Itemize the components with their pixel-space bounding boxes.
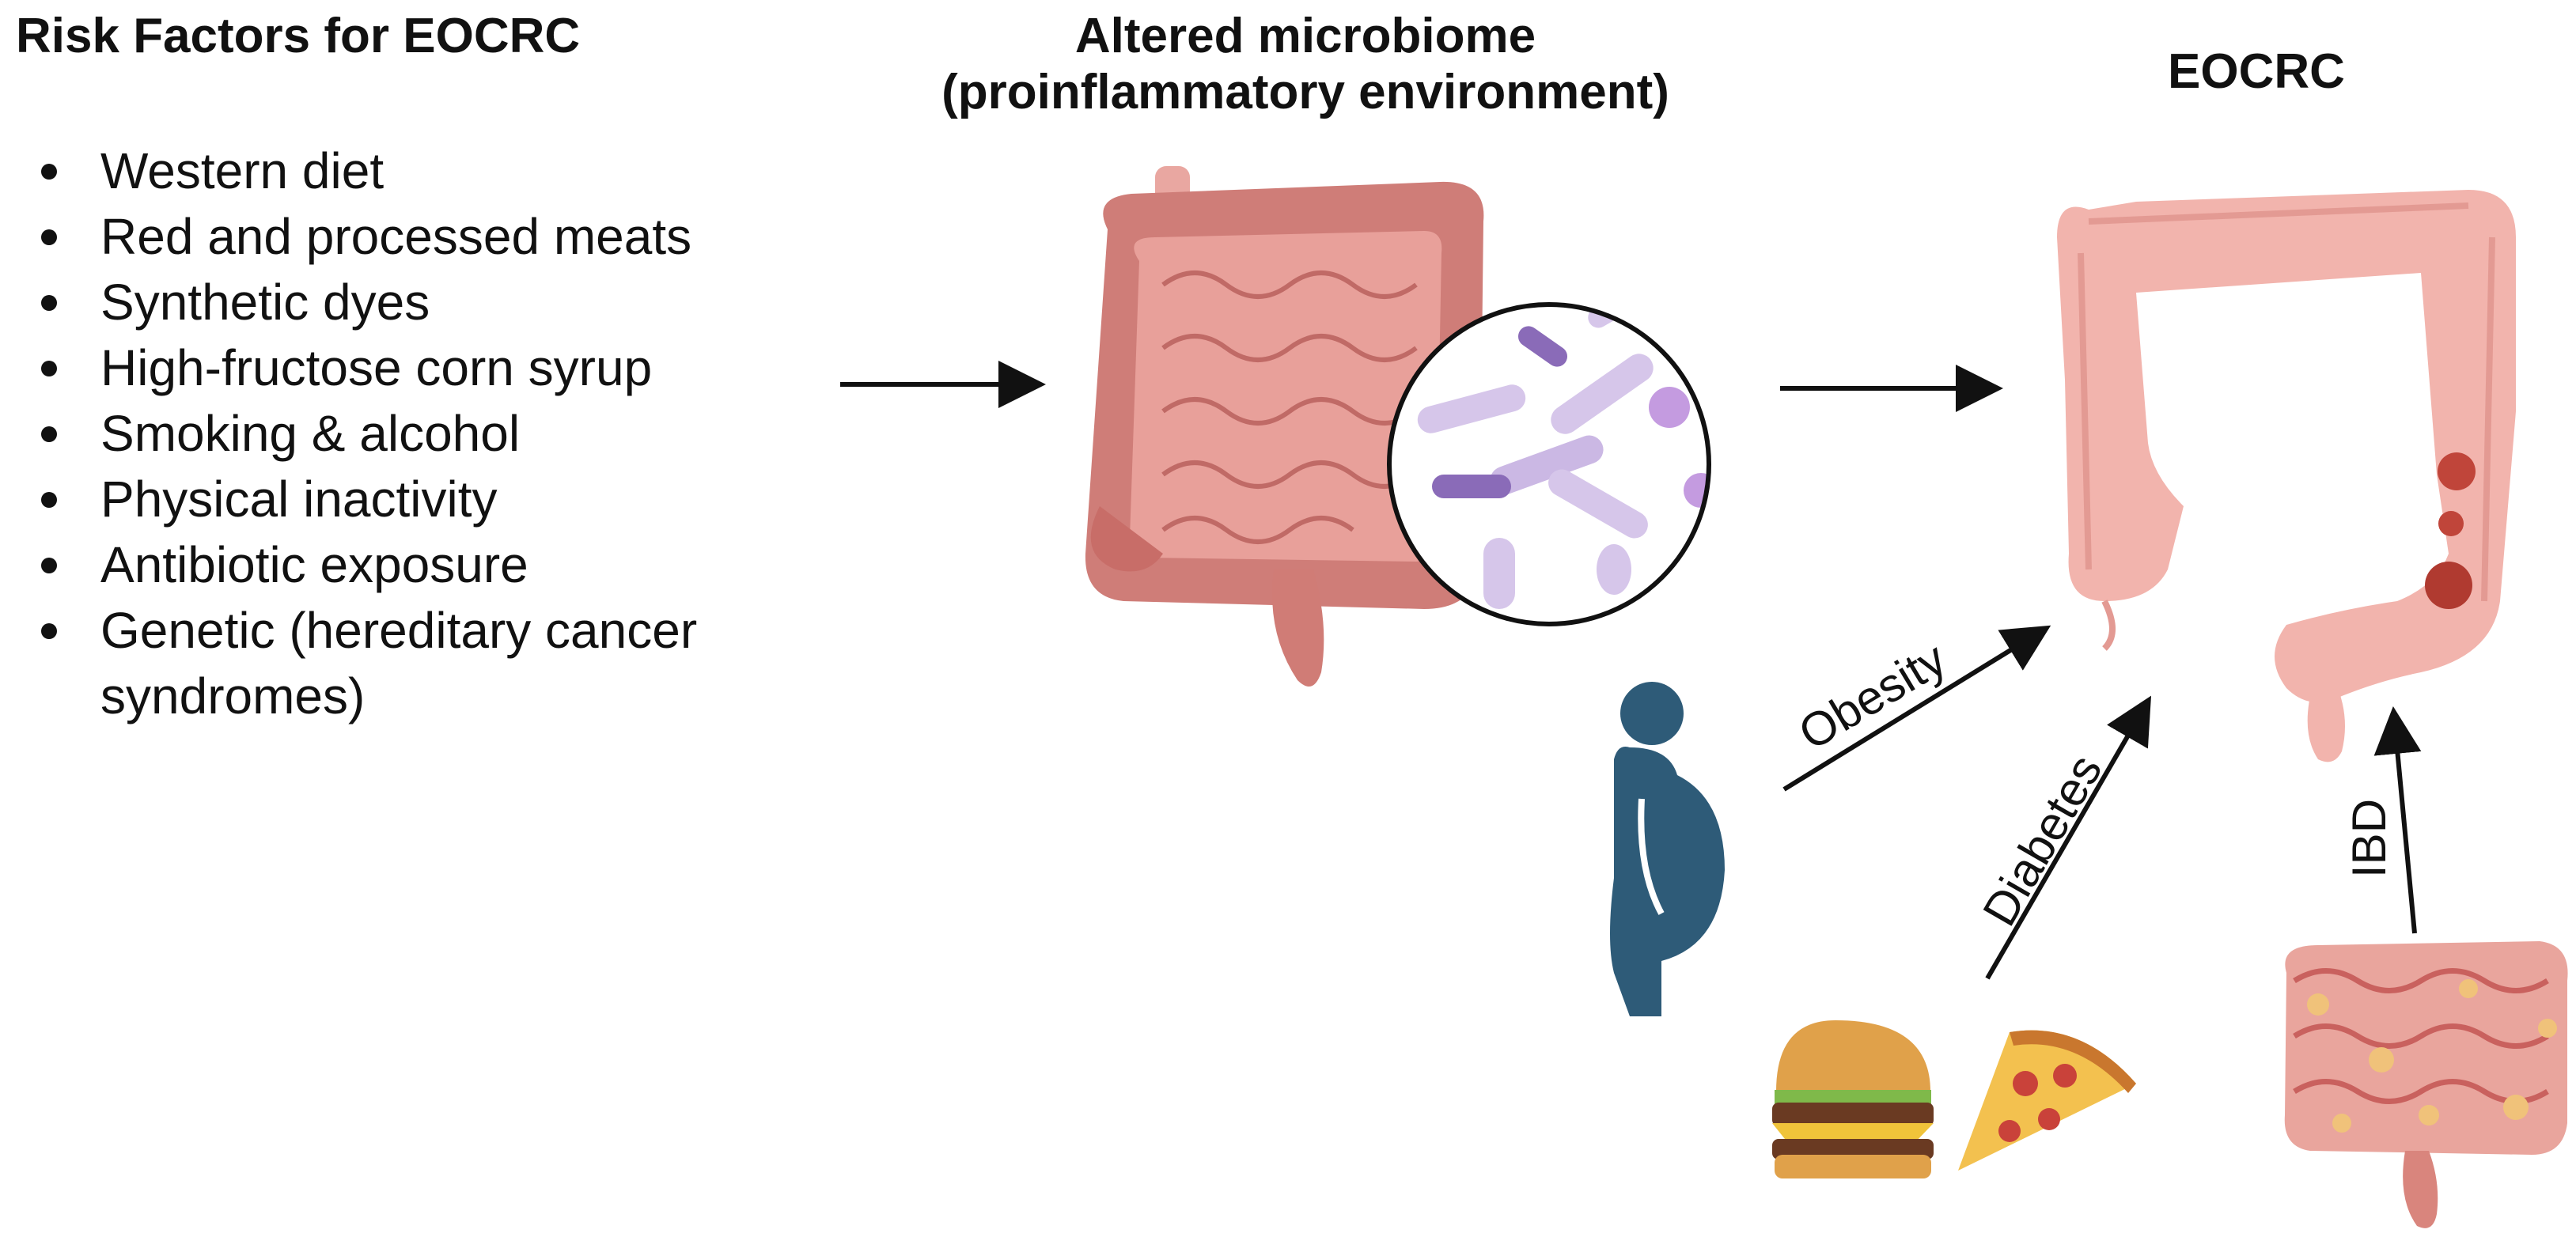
list-item: Smoking & alcohol bbox=[32, 401, 697, 467]
list-item: Synthetic dyes bbox=[32, 270, 697, 335]
healthy-intestine-icon bbox=[1085, 166, 1484, 687]
microbiome-title-line2: (proinflammatory environment) bbox=[941, 65, 1669, 120]
tumor-icon bbox=[2438, 452, 2476, 490]
tumor-icon bbox=[2425, 562, 2472, 609]
list-item: Physical inactivity bbox=[32, 467, 697, 532]
pizza-slice-icon bbox=[1958, 1030, 2136, 1171]
tumor-icon bbox=[2438, 511, 2464, 536]
obesity-label: Obesity bbox=[1790, 632, 1955, 760]
colon-with-tumors-icon bbox=[2057, 190, 2516, 762]
microbiome-title-line1: Altered microbiome bbox=[1074, 9, 1536, 63]
ibd-label: IBD bbox=[2343, 799, 2396, 878]
list-item: Red and processed meats bbox=[32, 204, 697, 270]
bacteria-magnified-icon bbox=[1387, 302, 1711, 626]
arrow-diabetes bbox=[1985, 695, 2152, 980]
diabetes-label: Diabetes bbox=[1972, 746, 2112, 935]
list-item: High-fructose corn syrup bbox=[32, 335, 697, 401]
obese-person-icon bbox=[1610, 682, 1725, 1016]
inflamed-intestine-icon bbox=[2284, 941, 2568, 1228]
eocrc-title: EOCRC bbox=[2168, 44, 2345, 99]
risk-factor-list: Western diet Red and processed meats Syn… bbox=[32, 138, 697, 729]
arrow-obesity bbox=[1782, 625, 2051, 792]
arrow-ibd bbox=[2373, 706, 2422, 934]
microbiome-title: Altered microbiome (proinflammatory envi… bbox=[854, 8, 1756, 121]
risk-factors-title: Risk Factors for EOCRC bbox=[16, 9, 581, 63]
burger-icon bbox=[1772, 1020, 1934, 1178]
list-item: Antibiotic exposure bbox=[32, 532, 697, 598]
list-item: Western diet bbox=[32, 138, 697, 204]
